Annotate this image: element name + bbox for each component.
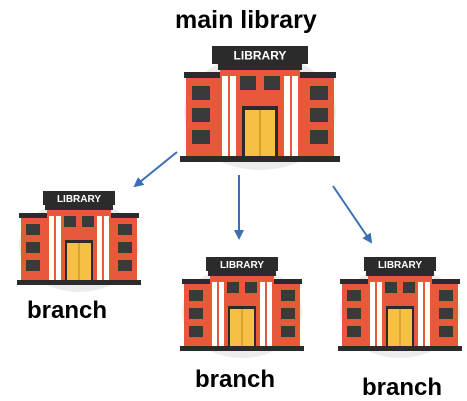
pillar-right-2 — [292, 76, 298, 156]
center-cap — [218, 64, 302, 70]
right-wing-cap — [272, 279, 302, 284]
arrow-to-branch-right — [332, 185, 373, 244]
window — [227, 282, 239, 293]
window — [189, 308, 203, 319]
left-wing-cap — [19, 213, 49, 218]
roof-sign-text: LIBRARY — [378, 260, 422, 271]
window — [245, 282, 257, 293]
pillar-left-1 — [222, 76, 228, 156]
window — [264, 76, 280, 90]
right-wing-cap — [109, 213, 139, 218]
pillar — [219, 282, 224, 346]
roof-sign-text: LIBRARY — [220, 260, 264, 271]
window — [281, 326, 295, 337]
window — [26, 224, 40, 235]
branch-label-middle: branch — [195, 366, 276, 393]
ground — [17, 280, 141, 285]
window — [385, 282, 397, 293]
pillar-left-2 — [230, 76, 236, 156]
pillar — [418, 282, 423, 346]
center-cap — [208, 271, 276, 276]
window — [310, 130, 328, 144]
window — [439, 326, 453, 337]
pillar — [260, 282, 265, 346]
pillar — [104, 216, 109, 280]
ground — [180, 346, 304, 351]
window — [118, 242, 132, 253]
right-wing-cap — [298, 72, 336, 78]
branch-library-building-icon: LIBRARY — [180, 257, 304, 358]
window — [192, 86, 210, 100]
window — [310, 86, 328, 100]
branch-label-right: branch — [362, 374, 443, 401]
main-library-label: main library — [175, 6, 317, 34]
window — [439, 308, 453, 319]
window — [240, 76, 256, 90]
window — [403, 282, 415, 293]
window — [347, 290, 361, 301]
ground — [180, 156, 340, 162]
right-wing-cap — [430, 279, 460, 284]
window — [26, 260, 40, 271]
pillar — [267, 282, 272, 346]
center-cap — [366, 271, 434, 276]
pillar — [49, 216, 54, 280]
window — [192, 130, 210, 144]
window — [189, 290, 203, 301]
pillar — [97, 216, 102, 280]
window — [439, 290, 453, 301]
roof-sign — [206, 257, 278, 271]
left-wing-cap — [340, 279, 370, 284]
window — [26, 242, 40, 253]
window — [82, 216, 94, 227]
window — [189, 326, 203, 337]
window — [347, 326, 361, 337]
branch-library-building-icon: LIBRARY — [17, 191, 141, 292]
ground — [338, 346, 462, 351]
roof-sign-text: LIBRARY — [57, 194, 101, 205]
pillar — [425, 282, 430, 346]
left-wing-cap — [184, 72, 222, 78]
window — [281, 308, 295, 319]
branch-label-left: branch — [27, 297, 108, 324]
window — [118, 260, 132, 271]
pillar — [212, 282, 217, 346]
pillar — [377, 282, 382, 346]
pillar-right-1 — [284, 76, 290, 156]
window — [347, 308, 361, 319]
roof-sign-text: LIBRARY — [234, 49, 287, 63]
window — [192, 108, 210, 122]
window — [64, 216, 76, 227]
window — [118, 224, 132, 235]
branch-library-building-icon: LIBRARY — [338, 257, 462, 358]
main-library-building-icon: LIBRARY — [180, 46, 340, 170]
arrow-to-branch-left — [133, 151, 178, 188]
pillar — [56, 216, 61, 280]
window — [281, 290, 295, 301]
center-cap — [45, 205, 113, 210]
roof-sign — [43, 191, 115, 205]
window — [310, 108, 328, 122]
pillar — [370, 282, 375, 346]
roof-sign — [212, 46, 308, 64]
left-wing-cap — [182, 279, 212, 284]
roof-sign — [364, 257, 436, 271]
